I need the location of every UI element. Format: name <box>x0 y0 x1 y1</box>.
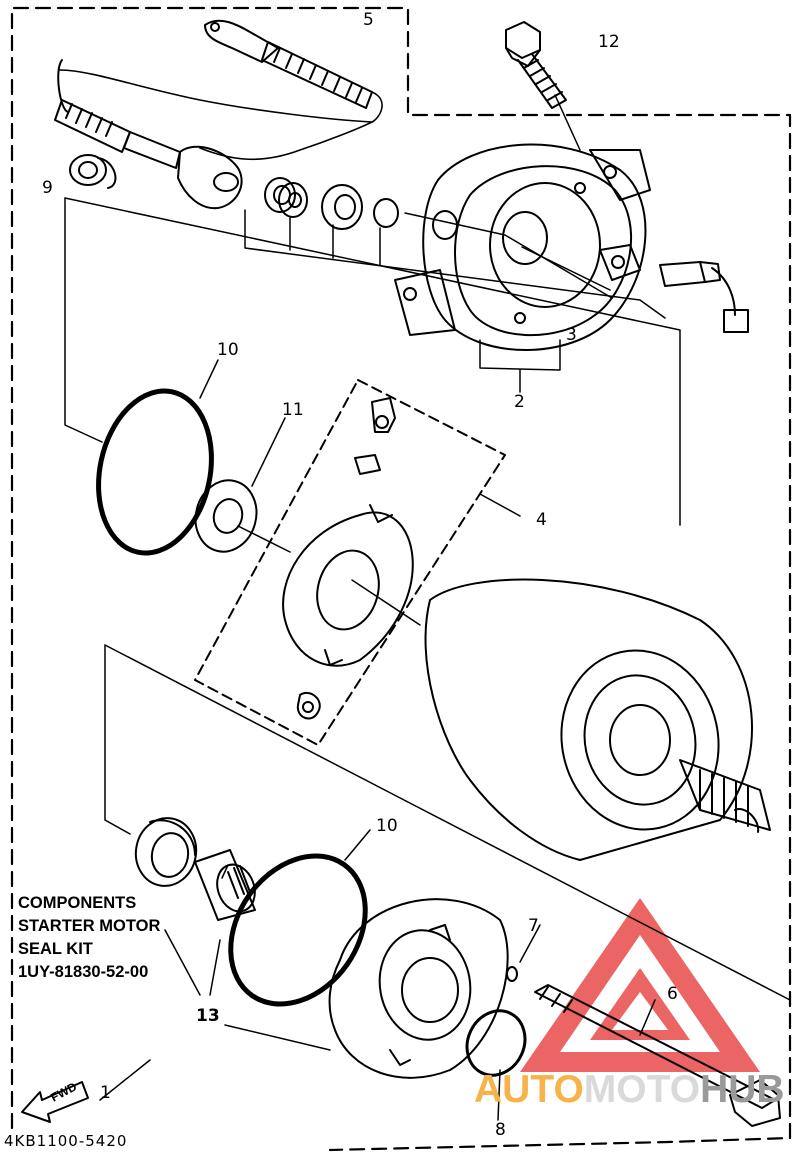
brush-lead <box>659 261 749 333</box>
leader-lines <box>64 94 681 626</box>
o-ring-lower <box>228 853 368 1007</box>
brush-set-box <box>194 379 506 746</box>
lead-wire <box>54 19 383 210</box>
oil-seal <box>134 817 198 887</box>
callout-1: 1 <box>100 1083 111 1103</box>
watermark-text: AUTOMOTOHUB <box>474 1068 785 1112</box>
callout-8: 8 <box>495 1120 506 1140</box>
callout-12: 12 <box>598 32 620 52</box>
watermark-text-moto: MOTO <box>583 1068 701 1111</box>
callout-6: 6 <box>667 984 678 1004</box>
bolt-12 <box>505 21 567 109</box>
seal-kit-part-number: 1UY-81830-52-00 <box>18 963 149 981</box>
o-ring-7 <box>506 966 518 982</box>
seal-kit-line-1: COMPONENTS <box>18 894 137 912</box>
seal-kit-line-3: SEAL KIT <box>18 940 93 958</box>
o-ring-8 <box>465 1009 527 1077</box>
callout-9: 9 <box>42 178 53 198</box>
bush-9 <box>69 154 117 189</box>
watermark-text-auto: AUTO <box>474 1068 584 1111</box>
seal-kit-note: COMPONENTS STARTER MOTOR SEAL KIT 1UY-81… <box>18 892 160 984</box>
callout-10-upper: 10 <box>217 340 239 360</box>
rear-cover <box>328 898 509 1079</box>
front-cover <box>394 143 651 351</box>
assembly-boundary <box>10 6 792 1152</box>
leader-lines-lower <box>99 644 791 1121</box>
fwd-arrow-icon <box>21 1081 89 1123</box>
washer-11 <box>194 479 258 553</box>
o-ring-upper <box>96 388 214 556</box>
diagram-code: 4KB1100-5420 <box>4 1132 128 1150</box>
callout-2: 2 <box>514 392 525 412</box>
watermark-text-hub: HUB <box>700 1068 785 1111</box>
washer-set <box>264 177 399 230</box>
watermark-logo-icon <box>520 898 760 1072</box>
callout-10-lower: 10 <box>376 816 398 836</box>
callout-3: 3 <box>566 325 577 345</box>
through-bolt-6 <box>534 984 781 1127</box>
seal-kit-line-2: STARTER MOTOR <box>18 917 161 935</box>
callout-7: 7 <box>528 916 539 936</box>
callout-4: 4 <box>536 510 547 530</box>
callout-13: 13 <box>196 1006 220 1026</box>
motor-yoke <box>424 578 771 861</box>
needle-bearing <box>194 849 256 921</box>
callout-11: 11 <box>282 400 304 420</box>
callout-5: 5 <box>363 10 374 30</box>
